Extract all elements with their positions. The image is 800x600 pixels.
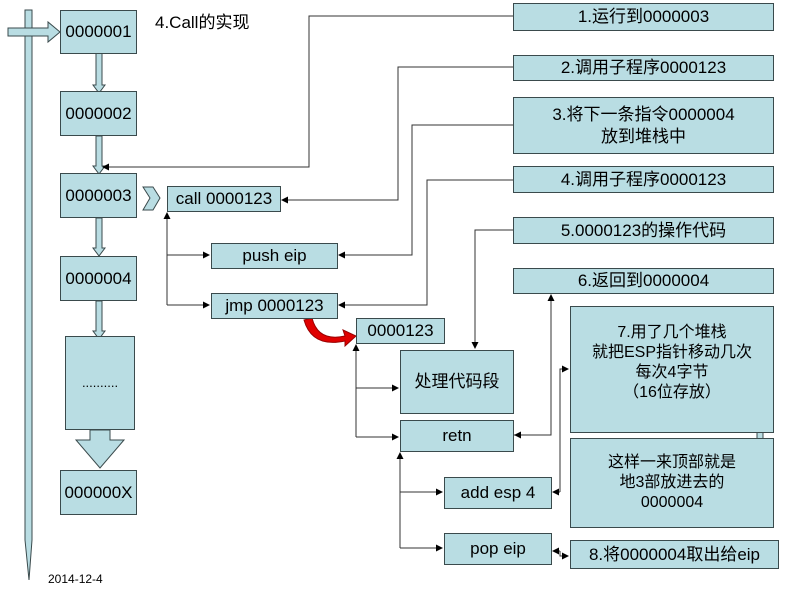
chevron-icon	[142, 186, 161, 211]
entry-arrow	[7, 20, 61, 44]
jump-arrow-icon	[303, 317, 357, 348]
address-0000004: 0000004	[60, 256, 137, 301]
pop-eip-instruction: pop eip	[444, 533, 552, 565]
note-7-continued: 这样一来顶部就是 地3部放进去的 0000004	[570, 438, 774, 528]
note-8: 8.将0000004取出给eip	[570, 540, 779, 569]
address-ellipsis: ..........	[65, 336, 135, 430]
subroutine-address: 0000123	[356, 318, 445, 344]
push-eip-instruction: push eip	[211, 243, 338, 269]
note-5: 5.0000123的操作代码	[513, 217, 774, 244]
note-3: 3.将下一条指令0000004 放到堆栈中	[513, 97, 774, 154]
address-000000x: 000000X	[60, 470, 137, 515]
note-7: 7.用了几个堆栈 就把ESP指针移动几次 每次4字节 （16位存放）	[570, 306, 774, 433]
address-0000003: 0000003	[60, 173, 137, 218]
note-6: 6.返回到0000004	[513, 268, 774, 294]
page-title: 4.Call的实现	[155, 13, 250, 32]
address-0000002: 0000002	[60, 91, 137, 136]
date: 2014-12-4	[48, 572, 103, 586]
retn-instruction: retn	[400, 420, 514, 452]
note-1: 1.运行到0000003	[513, 3, 774, 31]
process-code-segment: 处理代码段	[400, 350, 514, 414]
jmp-instruction: jmp 0000123	[211, 293, 338, 319]
add-esp-instruction: add esp 4	[444, 477, 552, 509]
note-4: 4.调用子程序0000123	[513, 166, 774, 193]
timeline-arrow	[24, 9, 33, 581]
address-0000001: 0000001	[60, 10, 137, 54]
note-2: 2.调用子程序0000123	[513, 55, 774, 81]
call-instruction: call 0000123	[167, 186, 281, 212]
